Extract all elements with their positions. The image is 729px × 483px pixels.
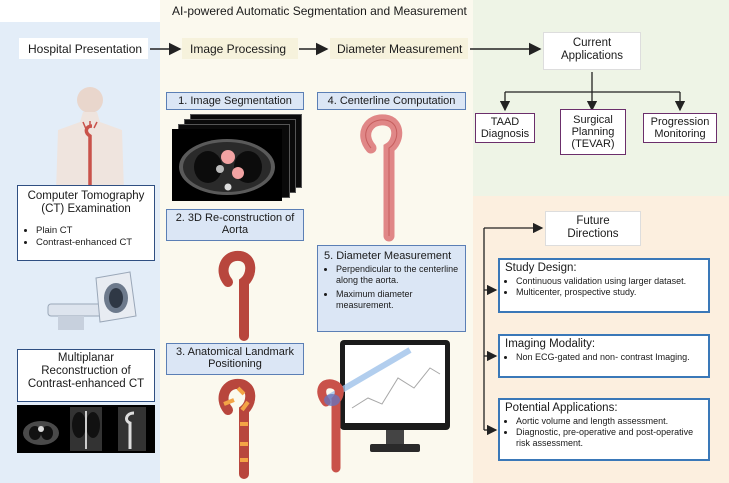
- study-item-2: Multicenter, prospective study.: [516, 287, 703, 298]
- current-applications-label: Current Applications: [560, 37, 623, 62]
- diagram-title: AI-powered Automatic Segmentation and Me…: [172, 4, 467, 18]
- diameter-measurement-label: Diameter Measurement: [337, 42, 463, 56]
- app-progression-label: Progression Monitoring: [650, 116, 710, 140]
- study-design-box: Study Design: Continuous validation usin…: [498, 258, 710, 313]
- step-diameter-measurement: 5. Diameter Measurement Perpendicular to…: [317, 245, 466, 332]
- ct-item-plain: Plain CT: [36, 225, 132, 237]
- ct-item-contrast: Contrast-enhanced CT: [36, 237, 132, 249]
- step-2-label: 2. 3D Re-construction of Aorta: [175, 212, 295, 236]
- hospital-presentation-box: [19, 38, 148, 59]
- future-directions-title: Future Directions: [567, 215, 619, 240]
- imaging-modality-title: Imaging Modality:: [505, 338, 596, 350]
- step-3-label: 3. Anatomical Landmark Positioning: [175, 346, 294, 370]
- step-5-item-1: Perpendicular to the centerline along th…: [336, 264, 459, 286]
- ct-examination-title: Computer Tomography (CT) Examination: [27, 190, 145, 215]
- study-design-list: Continuous validation using larger datas…: [505, 276, 703, 298]
- mpr-axial-image: [23, 421, 59, 445]
- step-3d-reconstruction: 2. 3D Re-construction of Aorta: [166, 209, 304, 241]
- current-applications-box: [543, 32, 641, 70]
- step-5-item-2: Maximum diameter measurement.: [336, 289, 459, 311]
- potential-applications-title: Potential Applications:: [505, 402, 618, 414]
- ct-scanner-icon: [47, 271, 137, 330]
- human-body-icon: [56, 87, 124, 192]
- ct-examination-list: Plain CT Contrast-enhanced CT: [22, 225, 132, 249]
- imaging-modality-box: Imaging Modality: Non ECG-gated and non-…: [498, 334, 710, 378]
- app-surgical-label: Surgical Planning (TEVAR): [571, 114, 615, 150]
- study-design-title: Study Design:: [505, 262, 577, 274]
- mpr-images: [17, 405, 155, 453]
- ct-examination-box: [17, 185, 155, 261]
- app-progression-monitoring: Progression Monitoring: [643, 113, 717, 143]
- ct-slice-stack: [172, 114, 302, 201]
- step-5-list: Perpendicular to the centerline along th…: [324, 264, 459, 311]
- monitor-with-aorta: [317, 340, 450, 473]
- potential-item-2: Diagnostic, pre-operative and post-opera…: [516, 427, 703, 449]
- app-taad-label: TAAD Diagnosis: [480, 116, 530, 140]
- app-surgical-planning: Surgical Planning (TEVAR): [560, 109, 626, 155]
- step-landmark-positioning: 3. Anatomical Landmark Positioning: [166, 343, 304, 375]
- hospital-presentation-label: Hospital Presentation: [28, 42, 143, 56]
- mpr-title: Multiplanar Reconstruction of Contrast-e…: [27, 352, 145, 390]
- potential-applications-list: Aortic volume and length assessment. Dia…: [505, 416, 703, 449]
- mpr-sagittal-image: [118, 407, 146, 451]
- mpr-box: [17, 349, 155, 402]
- step-1-label: 1. Image Segmentation: [178, 95, 292, 107]
- potential-item-1: Aortic volume and length assessment.: [516, 416, 703, 427]
- mpr-coronal-image: [70, 407, 102, 451]
- future-directions-box: [545, 211, 641, 246]
- imaging-item-1: Non ECG-gated and non- contrast Imaging.: [516, 352, 703, 363]
- image-processing-box: [182, 38, 298, 59]
- imaging-modality-list: Non ECG-gated and non- contrast Imaging.: [505, 352, 703, 363]
- segmented-ct-slice: [172, 129, 282, 201]
- aorta-centerline-model: [360, 114, 403, 242]
- diameter-measurement-box: [330, 38, 468, 59]
- image-processing-label: Image Processing: [190, 42, 287, 56]
- step-5-title: 5. Diameter Measurement: [324, 250, 452, 262]
- step-centerline-computation: 4. Centerline Computation: [317, 92, 466, 110]
- aorta-3d-model: [218, 250, 256, 341]
- potential-applications-box: Potential Applications: Aortic volume an…: [498, 398, 710, 461]
- app-taad-diagnosis: TAAD Diagnosis: [475, 113, 535, 143]
- step-4-label: 4. Centerline Computation: [327, 95, 456, 107]
- step-image-segmentation: 1. Image Segmentation: [166, 92, 304, 110]
- aorta-landmark-model: [218, 378, 256, 479]
- study-item-1: Continuous validation using larger datas…: [516, 276, 703, 287]
